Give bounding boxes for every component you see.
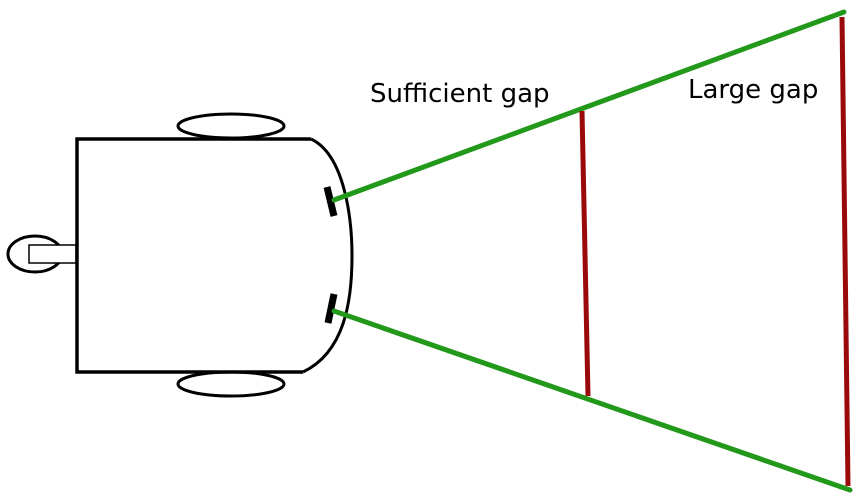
robot-top-view-icon xyxy=(6,112,354,398)
robot-front-bumper xyxy=(302,137,354,374)
large-gap-marker xyxy=(839,16,851,487)
robot-chassis xyxy=(75,137,311,374)
sufficient-gap-marker xyxy=(579,110,591,397)
bottom-wheel-icon xyxy=(176,370,286,398)
left-sensor-icon xyxy=(323,186,338,217)
large-gap-label: Large gap xyxy=(688,75,818,105)
right-sensor-icon xyxy=(324,293,338,324)
upper-sensor-beam xyxy=(331,9,847,203)
caster-wheel-icon xyxy=(6,234,77,274)
top-wheel-icon xyxy=(176,112,286,140)
lower-sensor-beam xyxy=(331,308,853,493)
sufficient-gap-label: Sufficient gap xyxy=(370,79,550,109)
